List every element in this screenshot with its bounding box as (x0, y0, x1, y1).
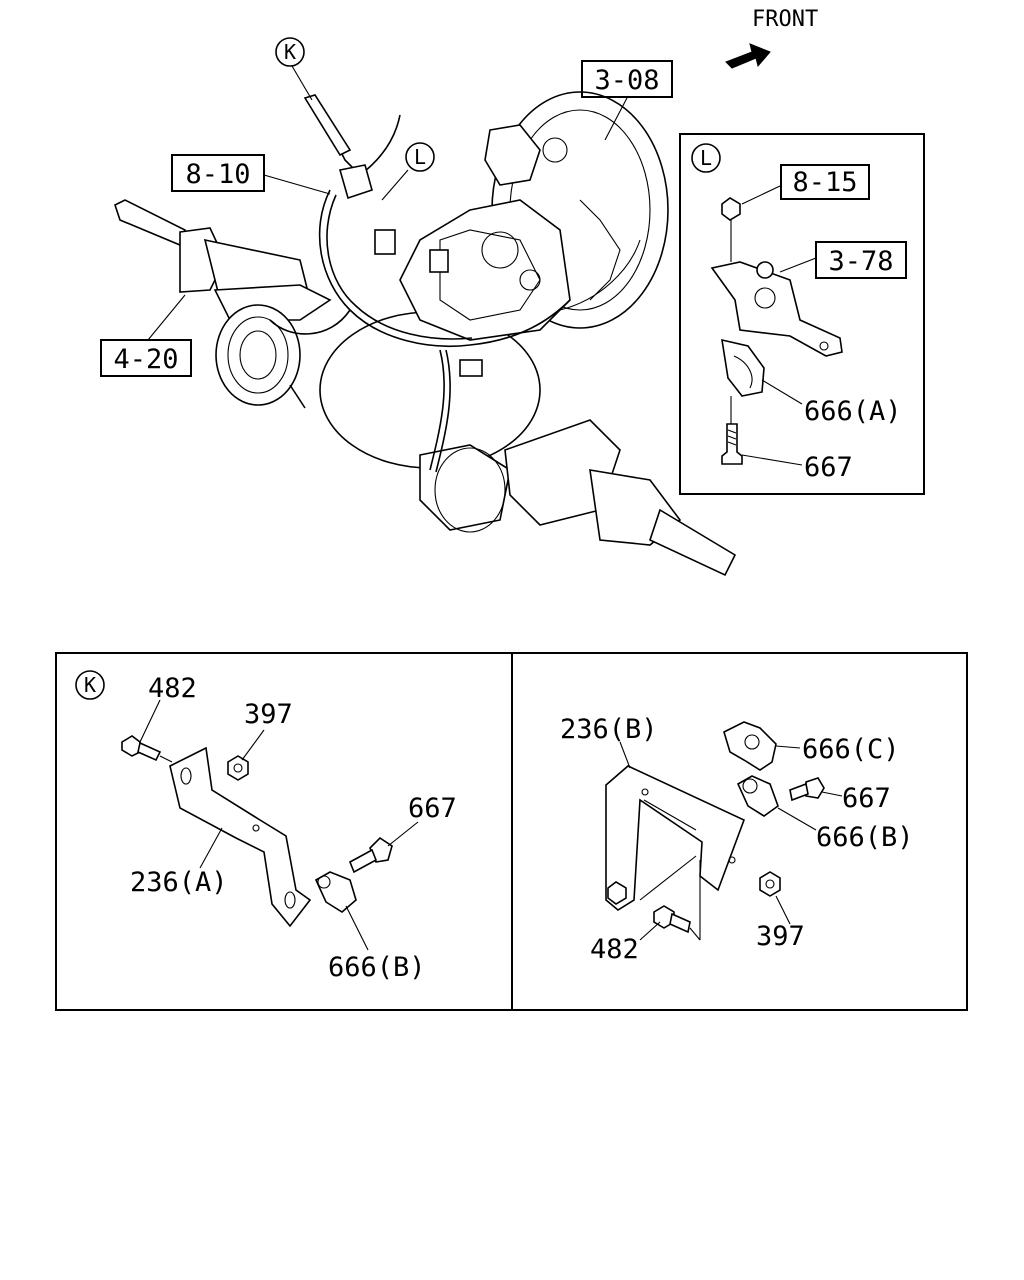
detail-l-callout: L (700, 146, 712, 170)
main-leaders (147, 65, 629, 341)
part-667-label-l: 667 (804, 452, 853, 483)
bracket-236b-icon (605, 765, 746, 911)
bracket-3-78-icon (710, 261, 843, 357)
ref-8-10: 8-10 (171, 154, 265, 192)
ref-3-08: 3-08 (581, 60, 673, 98)
ref-3-08-label: 3-08 (594, 65, 659, 96)
callout-k: K (275, 37, 305, 67)
clamp-666b-icon-r (736, 775, 779, 817)
callout-k-label: K (284, 40, 296, 64)
detail-right-panel: 236(B) 666(C) 667 666(B) 397 482 (560, 714, 914, 965)
part-667-label-r: 667 (842, 783, 891, 814)
front-arrow-icon (725, 43, 771, 69)
part-236a-label: 236(A) (130, 867, 228, 898)
part-666a-label: 666(A) (804, 396, 902, 427)
callout-l-label: L (414, 145, 426, 169)
ref-8-10-label: 8-10 (185, 159, 250, 190)
part-667-label-k: 667 (408, 793, 457, 824)
nut-397-icon-r (759, 871, 781, 897)
detail-k-callout: K (84, 673, 96, 697)
bracket-236a-icon (169, 746, 312, 928)
clamp-666a-icon (721, 338, 765, 397)
ref-4-20: 4-20 (100, 339, 192, 377)
ref-8-15-label: 8-15 (792, 167, 857, 198)
part-482-label-k: 482 (148, 673, 197, 704)
part-482-label-r: 482 (590, 934, 639, 965)
bracket-nut-icon (607, 881, 627, 905)
bottom-detail-frame (55, 652, 968, 1011)
bolt-482-icon (121, 735, 141, 757)
clamp-666c-icon (723, 721, 777, 771)
axle-assembly-drawing (114, 91, 737, 577)
part-236b-label: 236(B) (560, 714, 658, 745)
ref-3-78-label: 3-78 (828, 246, 893, 277)
bolt-667-icon-r (805, 777, 825, 799)
part-397-label-r: 397 (756, 921, 805, 952)
callout-l: L (405, 142, 435, 172)
part-666b-label-r: 666(B) (816, 822, 914, 853)
part-666b-label-k: 666(B) (328, 952, 426, 983)
detail-l-panel: L 8-15 3-78 666(A) 667 (679, 133, 925, 495)
ref-4-20-label: 4-20 (113, 344, 178, 375)
nut-8-15-icon (721, 197, 741, 221)
detail-k-panel: K 482 397 667 236(A) 666(B) (75, 670, 457, 983)
part-397-label-k: 397 (244, 699, 293, 730)
nut-397-icon-k (227, 755, 249, 781)
clamp-666b-icon-k (314, 871, 357, 913)
front-label: FRONT (752, 7, 818, 32)
front-indicator: FRONT (725, 7, 818, 69)
part-666c-label: 666(C) (802, 734, 900, 765)
